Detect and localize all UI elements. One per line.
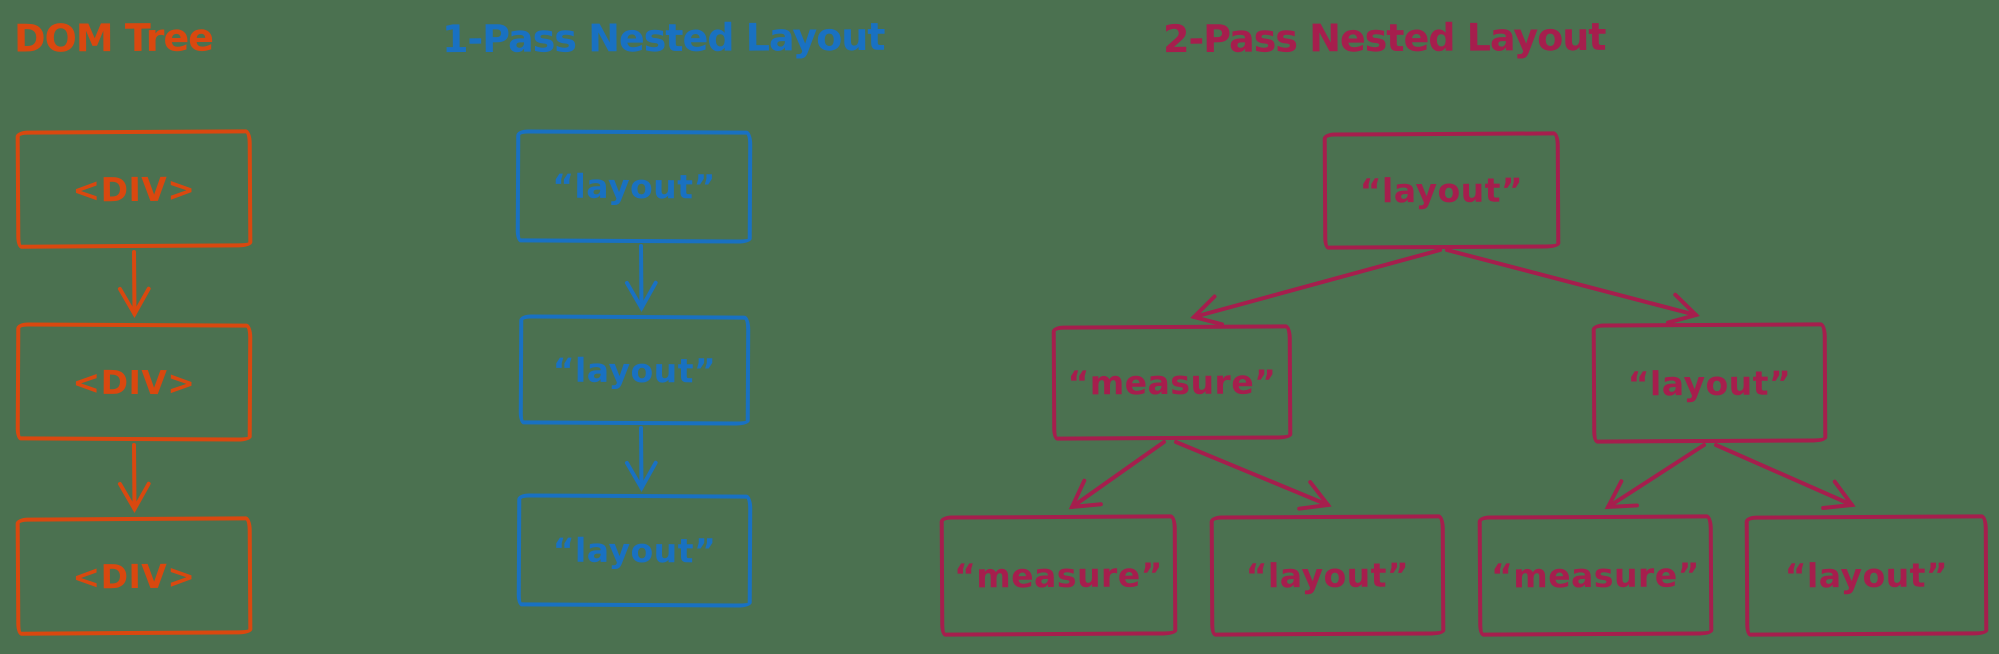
arrow-onepass-1-to-2 xyxy=(624,244,658,312)
arrow-root-to-measure xyxy=(1190,248,1442,327)
onepass-node-3-label: “layout” xyxy=(552,530,717,571)
twopass-leaf-1-label: “measure” xyxy=(954,555,1163,596)
arrow-onepass-2-to-3 xyxy=(624,426,658,492)
dom-node-3-label: <DIV> xyxy=(72,556,196,596)
arrow-measure-to-leaf-layout xyxy=(1174,440,1332,511)
arrow-measure-to-leaf-measure xyxy=(1068,440,1166,510)
twopass-leaf-4-label: “layout” xyxy=(1784,555,1949,596)
twopass-layout-label: “layout” xyxy=(1627,363,1792,403)
arrow-root-to-layout xyxy=(1445,248,1700,325)
onepass-node-2: “layout” xyxy=(518,314,751,426)
onepass-node-2-label: “layout” xyxy=(552,350,717,390)
twopass-leaf-4: “layout” xyxy=(1744,514,1989,637)
arrow-layout-to-leaf-measure xyxy=(1604,443,1706,510)
twopass-leaf-2: “layout” xyxy=(1209,514,1446,637)
twopass-leaf-3: “measure” xyxy=(1477,514,1714,637)
twopass-measure-label: “measure” xyxy=(1067,362,1277,403)
twopass-leaf-2-label: “layout” xyxy=(1245,555,1410,596)
dom-node-3: <DIV> xyxy=(15,516,253,636)
one-pass-title: 1-Pass Nested Layout xyxy=(441,14,885,62)
twopass-layout: “layout” xyxy=(1591,322,1828,444)
dom-node-1: <DIV> xyxy=(15,129,253,249)
dom-node-2-label: <DIV> xyxy=(72,362,196,402)
dom-node-1-label: <DIV> xyxy=(72,169,196,209)
twopass-root-label: “layout” xyxy=(1359,170,1524,211)
onepass-node-1: “layout” xyxy=(515,129,753,244)
arrow-dom-2-to-3 xyxy=(117,443,151,513)
dom-node-2: <DIV> xyxy=(15,322,253,442)
arrow-dom-1-to-2 xyxy=(117,250,151,318)
twopass-leaf-3-label: “measure” xyxy=(1491,555,1700,596)
twopass-root: “layout” xyxy=(1322,131,1561,250)
onepass-node-3: “layout” xyxy=(516,493,753,608)
arrow-layout-to-leaf-layout xyxy=(1714,443,1856,510)
onepass-node-1-label: “layout” xyxy=(552,166,716,207)
twopass-measure: “measure” xyxy=(1051,324,1293,441)
dom-tree-title: DOM Tree xyxy=(13,15,214,61)
twopass-leaf-1: “measure” xyxy=(939,514,1178,637)
two-pass-title: 2-Pass Nested Layout xyxy=(1162,14,1606,62)
